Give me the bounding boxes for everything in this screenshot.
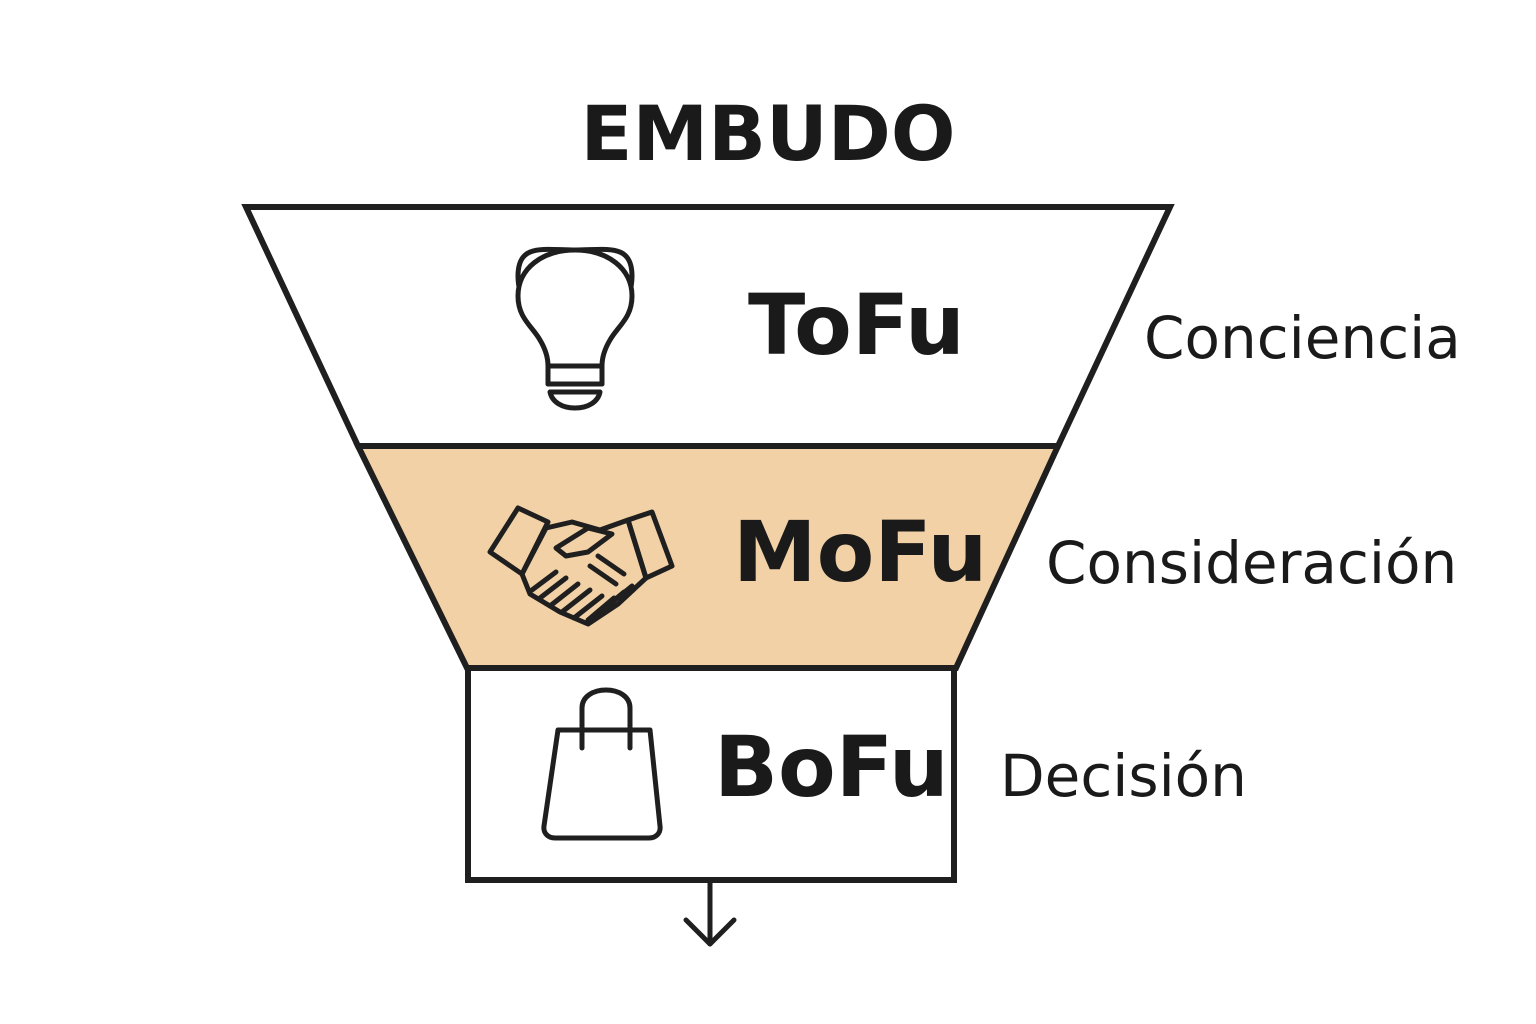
stage-label-decision: Decisión <box>1000 742 1247 810</box>
funnel-section-top <box>241 204 1175 449</box>
diagram-title: EMBUDO <box>581 89 956 178</box>
handshake-icon <box>487 505 675 627</box>
arrow-down-icon <box>683 879 737 947</box>
funnel <box>241 204 1175 883</box>
funnel-section-bottom <box>465 665 957 883</box>
shopping-bag-icon <box>541 687 663 841</box>
stage-name-tofu: ToFu <box>748 276 965 374</box>
stage-name-mofu: MoFu <box>733 503 987 601</box>
stage-label-conciencia: Conciencia <box>1144 304 1461 372</box>
lightbulb-icon <box>515 246 635 411</box>
stage-name-bofu: BoFu <box>714 718 949 816</box>
stage-label-consideracion: Consideración <box>1046 529 1457 597</box>
